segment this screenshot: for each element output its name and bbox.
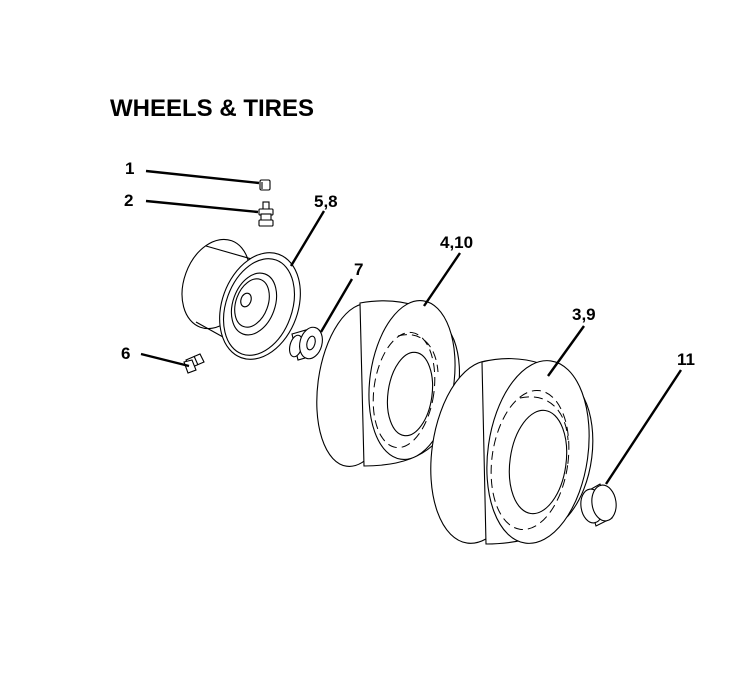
bolt-part [183, 353, 205, 374]
callout-6: 6 [121, 344, 130, 363]
wheel-rim-part [181, 238, 301, 360]
callout-5-8: 5,8 [314, 192, 338, 211]
leader-line-1 [145, 169, 260, 185]
leader-line-4-10 [423, 252, 461, 307]
leader-line-6 [140, 352, 190, 368]
front-tire-part [316, 300, 460, 467]
leader-line-11 [604, 369, 683, 485]
hub-cap-part [580, 483, 617, 527]
leader-line-3-9 [547, 325, 585, 377]
leader-line-5-8 [289, 210, 326, 267]
valve-cap-part [259, 179, 271, 191]
callout-7: 7 [354, 260, 363, 279]
callout-4-10: 4,10 [440, 233, 473, 252]
callout-3-9: 3,9 [572, 305, 596, 324]
diagram-title: WHEELS & TIRES [110, 95, 314, 122]
valve-stem-part [258, 201, 274, 227]
leader-line-7 [319, 278, 354, 333]
callout-1: 1 [125, 159, 134, 178]
callout-11: 11 [677, 350, 695, 369]
rear-tire-part [430, 358, 594, 545]
leader-line-2 [145, 199, 259, 214]
bushing-part [288, 326, 323, 361]
callout-2: 2 [124, 191, 133, 210]
